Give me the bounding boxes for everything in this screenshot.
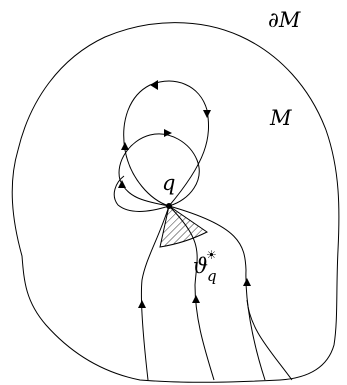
- boundary-curve: [11, 22, 340, 383]
- bottom-curve-4: [246, 299, 293, 381]
- arrowhead: [164, 129, 172, 137]
- left-small-loop-curve: [113, 175, 170, 212]
- point-label: q: [162, 171, 175, 195]
- hatched-sector: [159, 205, 208, 248]
- arrowhead: [138, 300, 146, 308]
- arrowhead: [118, 180, 126, 188]
- point-q: [166, 203, 172, 209]
- sun-icon: ☀: [206, 248, 217, 262]
- sector-subscript: q: [207, 267, 217, 285]
- arrowhead: [150, 80, 158, 90]
- arrowhead: [121, 142, 129, 150]
- bottom-curve-3: [168, 205, 266, 381]
- arrowhead: [203, 110, 211, 118]
- arrowhead: [243, 278, 251, 286]
- boundary-label: ∂M: [268, 8, 301, 32]
- arrowhead: [192, 295, 200, 303]
- lower-loop-curve: [118, 133, 200, 207]
- sector-label: ϑ: [193, 254, 208, 278]
- bottom-curve-1: [140, 205, 170, 381]
- bottom-curve-2: [168, 205, 215, 381]
- region-label: M: [269, 106, 292, 130]
